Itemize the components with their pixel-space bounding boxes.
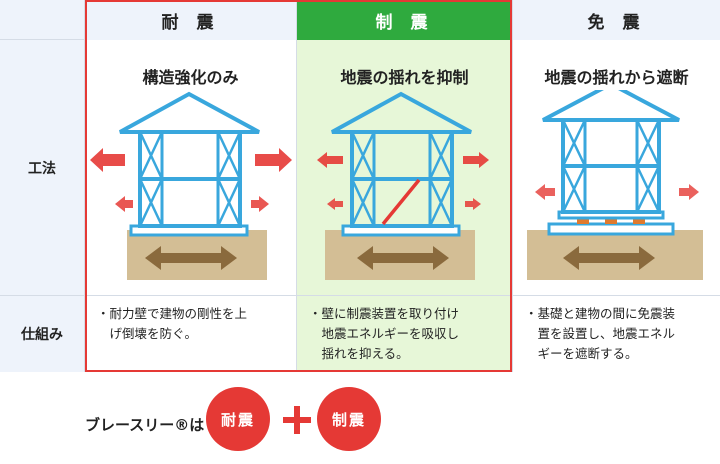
cell-taishin-mechanism: ・耐力壁で建物の剛性を上 げ倒壊を防ぐ。 — [85, 296, 297, 372]
corner-cell — [0, 0, 85, 40]
comparison-table: 耐 震 制 震 免 震 工法 仕組み 構造強化のみ 地震の揺れを抑制 — [0, 0, 720, 372]
header-seishin: 制 震 — [297, 0, 512, 40]
row-label-mechanism: 仕組み — [0, 296, 85, 372]
cell-seishin-method: 地震の揺れを抑制 — [297, 40, 512, 296]
badge-taishin: 耐震 — [206, 387, 270, 451]
illustration-menshin — [527, 90, 703, 280]
cell-seishin-mechanism: ・壁に制震装置を取り付け 地震エネルギーを吸収し 揺れを抑える。 — [297, 296, 512, 372]
cell-taishin-method: 構造強化のみ — [85, 40, 297, 296]
plus-icon — [283, 406, 311, 434]
badge-seishin: 制震 — [317, 387, 381, 451]
desc-seishin: ・壁に制震装置を取り付け 地震エネルギーを吸収し 揺れを抑える。 — [309, 306, 460, 361]
header-taishin: 耐 震 — [85, 0, 297, 40]
subtitle-menshin: 地震の揺れから遮断 — [544, 68, 689, 87]
row-label-method: 工法 — [0, 40, 85, 296]
desc-taishin: ・耐力壁で建物の剛性を上 げ倒壊を防ぐ。 — [97, 306, 248, 341]
header-menshin: 免 震 — [512, 0, 720, 40]
subtitle-taishin: 構造強化のみ — [142, 68, 239, 87]
footer-label: ブレースリー®は — [85, 416, 205, 434]
illustration-seishin — [317, 91, 489, 280]
cell-menshin-mechanism: ・基礎と建物の間に免震装 置を設置し、地震エネル ギーを遮断する。 — [512, 296, 720, 372]
cell-menshin-method: 地震の揺れから遮断 — [512, 40, 720, 296]
desc-menshin: ・基礎と建物の間に免震装 置を設置し、地震エネル ギーを遮断する。 — [525, 306, 676, 361]
subtitle-seishin: 地震の揺れを抑制 — [340, 68, 469, 87]
illustration-taishin — [90, 91, 292, 280]
